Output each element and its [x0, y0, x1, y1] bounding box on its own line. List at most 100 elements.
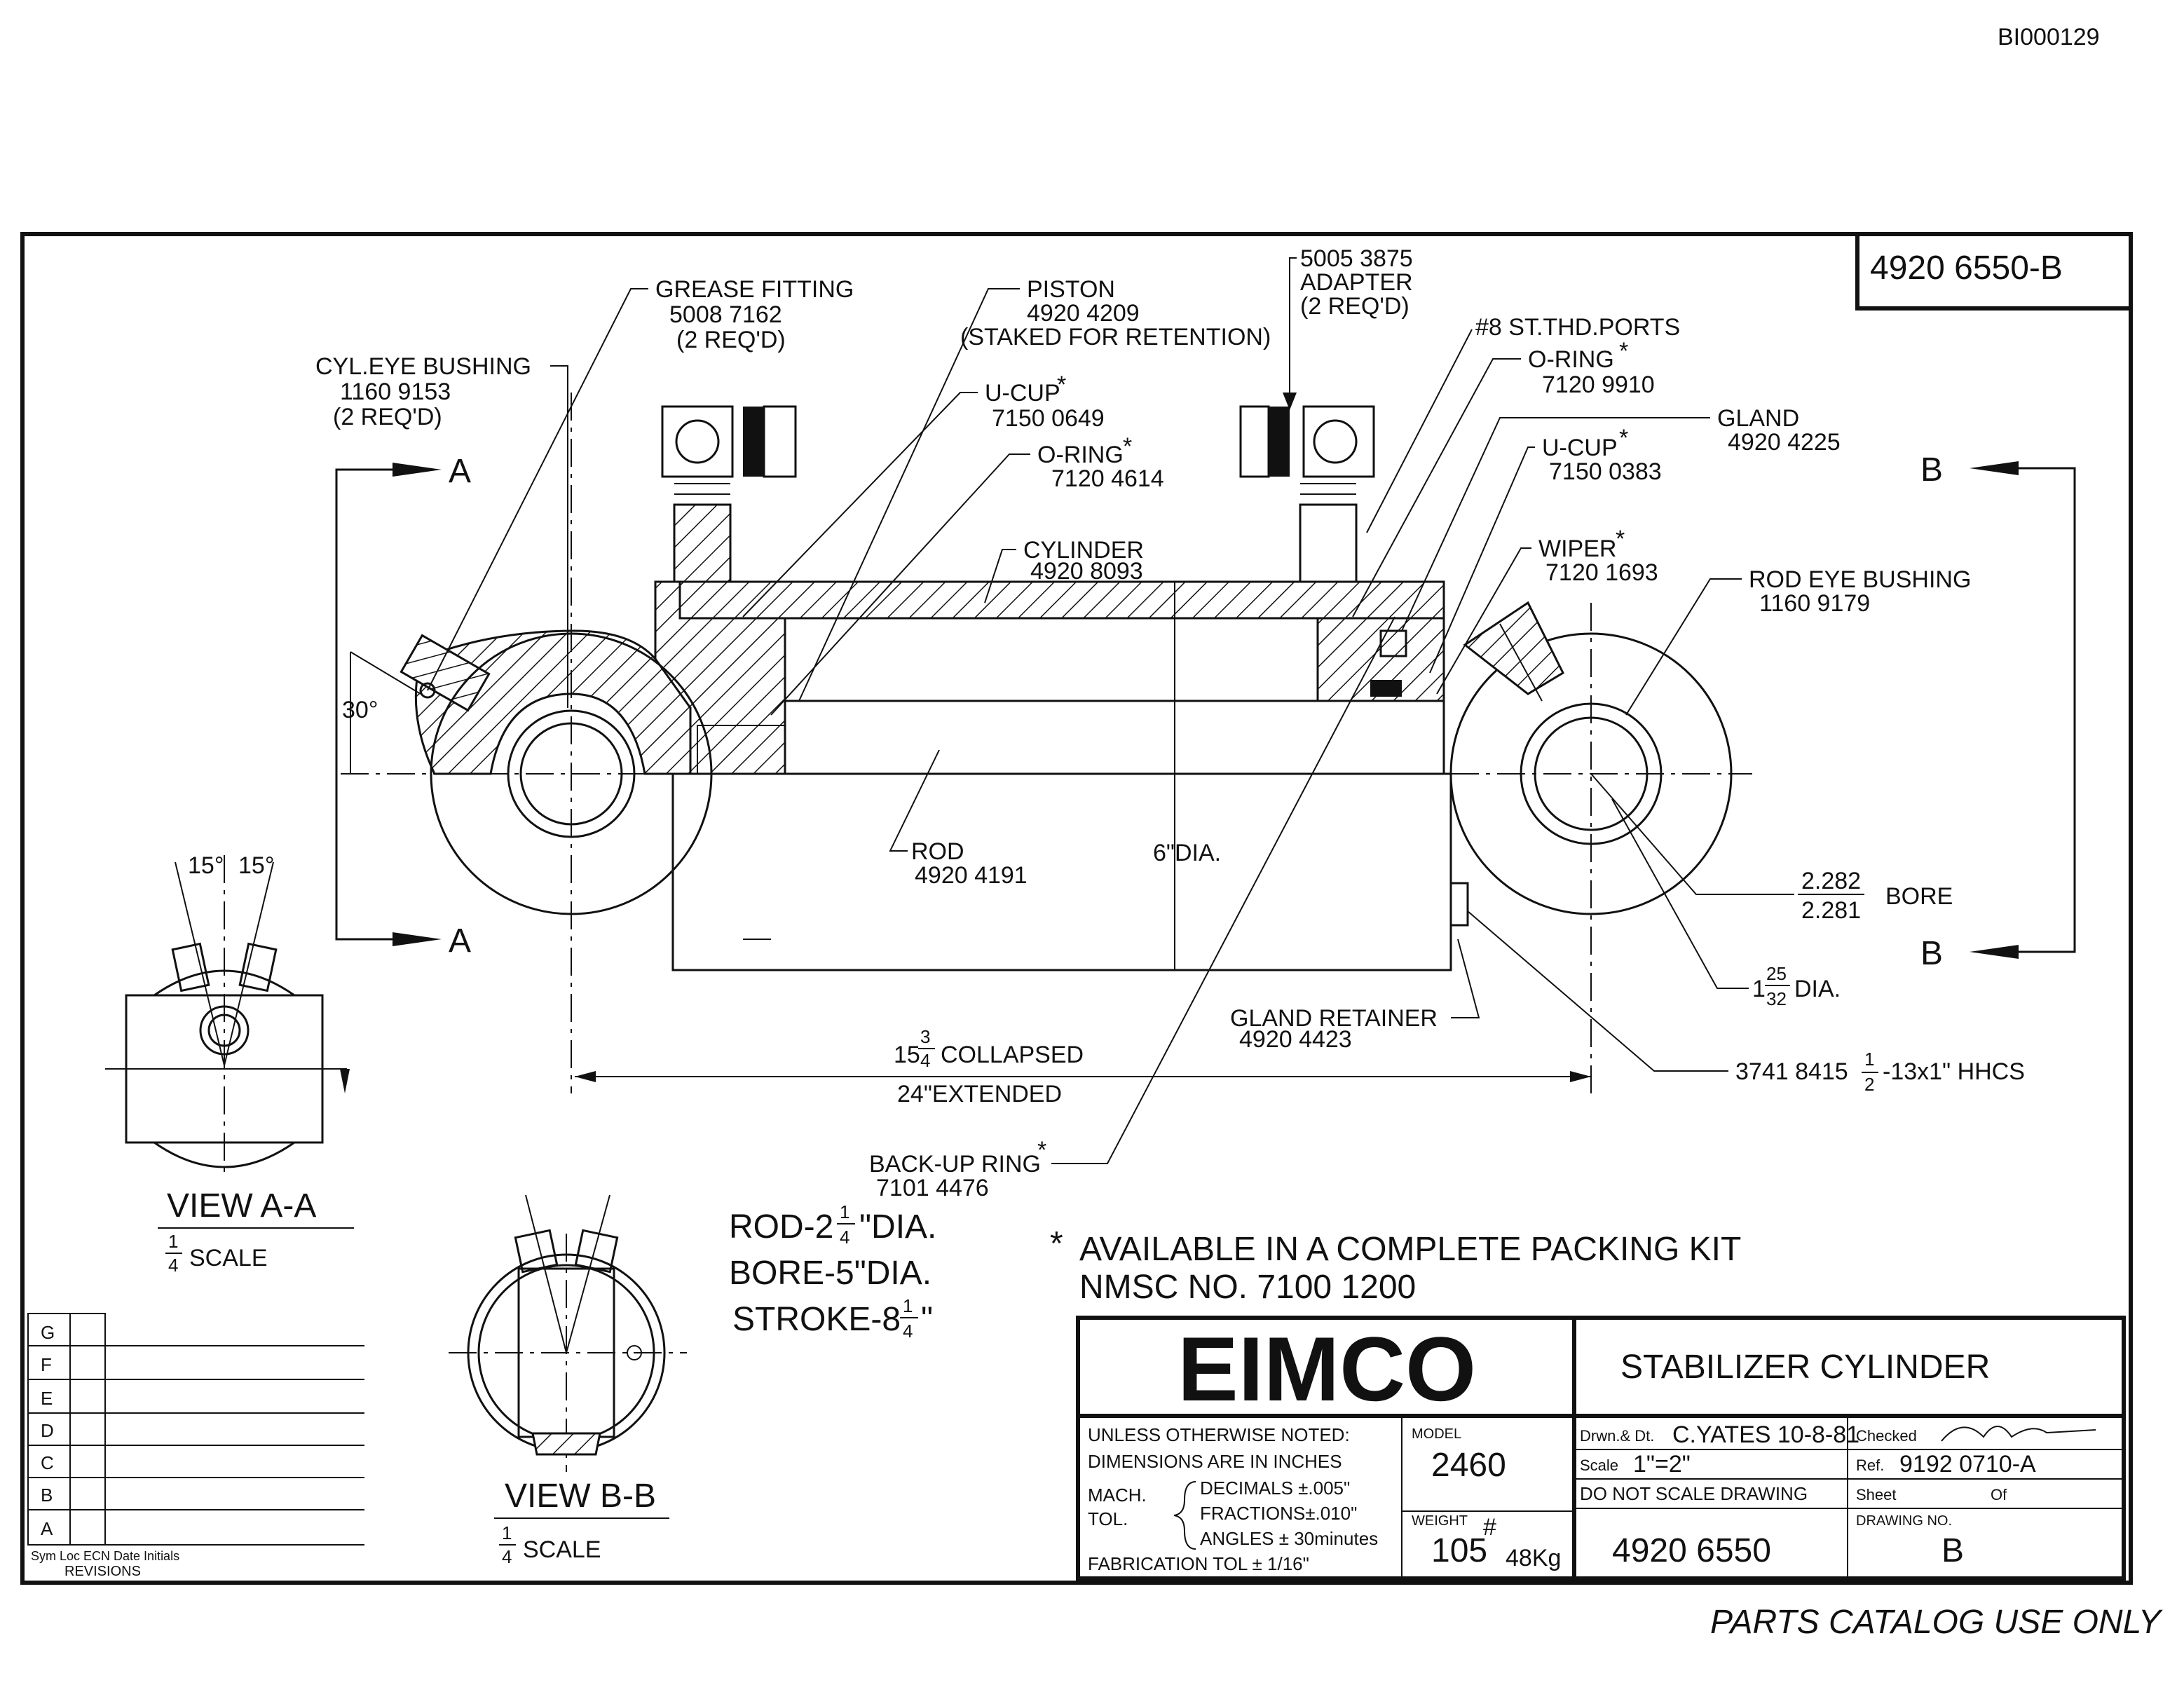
- svg-text:6"DIA.: 6"DIA.: [1153, 840, 1221, 866]
- grease-fitting-left: [400, 634, 491, 712]
- svg-text:SCALE: SCALE: [523, 1536, 601, 1563]
- callout-grease-fitting: GREASE FITTING 5008 7162 (2 REQ'D): [427, 276, 854, 691]
- svg-text:4920 4209: 4920 4209: [1027, 300, 1140, 327]
- callout-u-cup-1: U-CUP * 7150 0649: [742, 371, 1105, 618]
- company-logo: EIMCO: [1178, 1318, 1476, 1420]
- svg-text:Sym Loc ECN Date Initials: Sym Loc ECN Date Initials: [31, 1549, 179, 1563]
- svg-text:DECIMALS ±.005": DECIMALS ±.005": [1200, 1478, 1350, 1499]
- svg-text:ANGLES ± 30minutes: ANGLES ± 30minutes: [1200, 1528, 1378, 1549]
- svg-text:4: 4: [168, 1255, 178, 1276]
- svg-text:Of: Of: [1991, 1486, 2007, 1503]
- svg-text:25: 25: [1766, 963, 1787, 984]
- callout-piston: PISTON 4920 4209 (STAKED FOR RETENTION): [798, 276, 1271, 702]
- spec-stroke: STROKE-8: [732, 1301, 901, 1338]
- callout-gland: GLAND 4920 4225: [1401, 405, 1841, 632]
- spec-bore: BORE-5"DIA.: [729, 1255, 931, 1292]
- svg-text:*: *: [1050, 1225, 1063, 1262]
- svg-text:UNLESS OTHERWISE NOTED:: UNLESS OTHERWISE NOTED:: [1088, 1424, 1350, 1445]
- svg-text:1: 1: [502, 1522, 512, 1543]
- svg-text:PISTON: PISTON: [1027, 276, 1115, 303]
- svg-text:C: C: [41, 1452, 54, 1473]
- svg-text:-13x1" HHCS: -13x1" HHCS: [1883, 1058, 2025, 1085]
- cylinder-eye-left: [430, 393, 713, 1093]
- svg-text:2: 2: [1864, 1074, 1874, 1095]
- section-b-bottom: B: [1920, 935, 1943, 972]
- dim-eye-dia: 1 25 32 DIA.: [1611, 798, 1841, 1009]
- drawing-scale: 1"=2": [1633, 1451, 1691, 1478]
- svg-text:1: 1: [840, 1201, 849, 1222]
- svg-text:NMSC NO. 7100 1200: NMSC NO. 7100 1200: [1079, 1269, 1416, 1306]
- svg-text:ADAPTER: ADAPTER: [1300, 269, 1413, 296]
- svg-text:30°: 30°: [342, 697, 378, 723]
- svg-text:"DIA.: "DIA.: [859, 1208, 936, 1246]
- svg-text:BACK-UP RING: BACK-UP RING: [869, 1151, 1041, 1178]
- model-number: 2460: [1431, 1447, 1506, 1484]
- svg-text:4920 4423: 4920 4423: [1239, 1026, 1352, 1053]
- dim-bore: 2.282 2.281 BORE: [1590, 773, 1953, 924]
- svg-text:(2 REQ'D): (2 REQ'D): [1300, 293, 1410, 320]
- svg-text:FABRICATION TOL ± 1/16": FABRICATION TOL ± 1/16": [1088, 1553, 1309, 1574]
- svg-text:4: 4: [502, 1546, 512, 1567]
- svg-text:Checked: Checked: [1856, 1427, 1917, 1445]
- svg-text:15: 15: [894, 1042, 920, 1068]
- svg-text:(STAKED FOR RETENTION): (STAKED FOR RETENTION): [960, 324, 1271, 350]
- svg-text:24"EXTENDED: 24"EXTENDED: [897, 1081, 1062, 1107]
- svg-text:5005 3875: 5005 3875: [1300, 245, 1413, 272]
- callout-o-ring-1: O-RING * 7120 4614: [770, 433, 1164, 716]
- rod-eye-right: [1449, 601, 1733, 1093]
- svg-text:32: 32: [1766, 988, 1787, 1009]
- dim-6-dia: 6"DIA.: [1153, 582, 1221, 970]
- svg-text:MODEL: MODEL: [1412, 1426, 1461, 1442]
- title-block: EIMCO STABILIZER CYLINDER UNLESS OTHERWI…: [1076, 1316, 2126, 1581]
- callout-cylinder: CYLINDER 4920 8093: [984, 537, 1144, 603]
- dim-angle-30: 30°: [342, 651, 421, 774]
- view-a-a-title: VIEW A-A: [167, 1187, 316, 1224]
- drawing-revision: B: [1941, 1532, 1964, 1569]
- callout-wiper: WIPER * 7120 1693: [1436, 526, 1658, 695]
- svg-text:FRACTIONS±.010": FRACTIONS±.010": [1200, 1503, 1357, 1524]
- svg-text:ROD EYE BUSHING: ROD EYE BUSHING: [1749, 566, 1971, 593]
- svg-text:REVISIONS: REVISIONS: [64, 1564, 141, 1579]
- svg-text:1: 1: [903, 1295, 913, 1316]
- svg-text:7101 4476: 7101 4476: [876, 1175, 989, 1201]
- svg-text:E: E: [41, 1388, 53, 1409]
- svg-text:WIPER: WIPER: [1538, 535, 1616, 562]
- drawing-reference: 4920 6550-B: [1870, 250, 2063, 287]
- svg-text:F: F: [41, 1354, 52, 1375]
- svg-text:DIA.: DIA.: [1794, 976, 1841, 1002]
- svg-text:Ref.: Ref.: [1856, 1457, 1884, 1474]
- callout-rod: ROD 4920 4191: [889, 749, 1028, 889]
- svg-text:7150 0383: 7150 0383: [1549, 458, 1662, 485]
- drawing-title: STABILIZER CYLINDER: [1620, 1349, 1990, 1386]
- callout-adapter: 5005 3875 ADAPTER (2 REQ'D): [1283, 245, 1413, 410]
- svg-text:DIMENSIONS ARE IN INCHES: DIMENSIONS ARE IN INCHES: [1088, 1451, 1342, 1472]
- svg-text:7150 0649: 7150 0649: [992, 405, 1105, 432]
- svg-text:3: 3: [920, 1026, 930, 1047]
- document-id: BI000129: [1998, 24, 2100, 50]
- svg-text:#: #: [1483, 1514, 1496, 1541]
- svg-text:AVAILABLE IN A COMPLETE PACKIN: AVAILABLE IN A COMPLETE PACKING KIT: [1079, 1231, 1741, 1268]
- svg-text:DRAWING NO.: DRAWING NO.: [1856, 1513, 1952, 1529]
- section-b-top: B: [1920, 451, 1943, 489]
- svg-text:7120 1693: 7120 1693: [1545, 559, 1658, 586]
- svg-text:1: 1: [1864, 1049, 1874, 1070]
- svg-text:WEIGHT: WEIGHT: [1412, 1513, 1468, 1529]
- svg-text:4: 4: [920, 1050, 930, 1071]
- callout-o-ring-2: O-RING * 7120 9910: [1352, 338, 1655, 618]
- svg-text:1: 1: [1752, 976, 1766, 1002]
- callout-cyl-eye-bushing: CYL.EYE BUSHING 1160 9153 (2 REQ'D): [315, 353, 568, 708]
- svg-text:4920 4225: 4920 4225: [1728, 429, 1841, 456]
- svg-text:15°: 15°: [188, 852, 224, 879]
- callout-u-cup-2: U-CUP * 7150 0383: [1429, 425, 1662, 674]
- callout-ports: #8 ST.THD.PORTS: [1366, 314, 1680, 533]
- svg-text:U-CUP: U-CUP: [985, 380, 1060, 407]
- view-b-b: VIEW B-B 1 4 SCALE: [449, 1194, 687, 1567]
- drawing-number: 4920 6550: [1612, 1532, 1771, 1569]
- svg-text:TOL.: TOL.: [1088, 1508, 1128, 1529]
- svg-text:5008 7162: 5008 7162: [669, 301, 782, 328]
- callout-rod-eye-bushing: ROD EYE BUSHING 1160 9179: [1625, 566, 1971, 716]
- svg-text:4920 8093: 4920 8093: [1030, 558, 1143, 585]
- svg-text:GREASE FITTING: GREASE FITTING: [655, 276, 854, 303]
- callout-gland-retainer: GLAND RETAINER 4920 4423: [1230, 939, 1480, 1053]
